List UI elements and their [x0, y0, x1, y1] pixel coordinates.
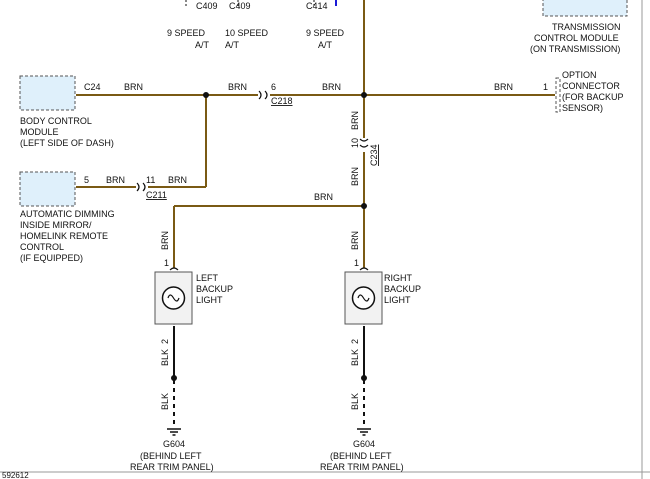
top-connector-2-label2: A/T	[225, 40, 240, 50]
top-connector-1-label2: A/T	[195, 40, 210, 50]
ground-right-label-2: REAR TRIM PANEL)	[320, 462, 404, 472]
ground-left-label-2: REAR TRIM PANEL)	[130, 462, 214, 472]
ground-connector-dots	[171, 375, 367, 381]
wire-label-brn-v2: BRN	[350, 167, 360, 186]
left-light-label-3: LIGHT	[196, 295, 223, 305]
wire-label-blk-1: BLK	[160, 349, 170, 366]
wire-label-brn-6: BRN	[168, 175, 187, 185]
right-light-pin-top: 1	[354, 258, 359, 268]
c211-pin: 11	[146, 175, 155, 185]
left-light-label-2: BACKUP	[196, 284, 233, 294]
option-label-1: OPTION	[562, 70, 597, 80]
left-light-label-1: LEFT	[196, 273, 219, 283]
top-connector-1-label1: 9 SPEED	[167, 28, 206, 38]
blk-wires	[173, 326, 365, 428]
diagram-id: 592612	[2, 471, 29, 479]
top-connector-1: C409	[196, 1, 218, 11]
bcm-label-3: (LEFT SIDE OF DASH)	[20, 138, 114, 148]
c218-pin: 6	[271, 82, 276, 92]
bcm-label-1: BODY CONTROL	[20, 116, 92, 126]
right-light-pin-bottom: 2	[350, 339, 360, 344]
wire-label-brn-7: BRN	[314, 192, 333, 202]
wire-label-brn-v1: BRN	[350, 111, 360, 130]
c234-pin: 10	[350, 138, 360, 148]
bcm-connector-label: C24	[84, 82, 101, 92]
ground-right-label-1: (BEHIND LEFT	[330, 451, 392, 461]
left-light-pin-bottom: 2	[160, 339, 170, 344]
wire-label-brn-5: BRN	[106, 175, 125, 185]
right-light-label-2: BACKUP	[384, 284, 421, 294]
option-connector-box	[555, 77, 561, 113]
top-connector-2: C409	[229, 1, 251, 11]
top-connector-3: C414	[306, 1, 328, 11]
ground-right-name: G604	[353, 439, 375, 449]
right-light-label-1: RIGHT	[384, 273, 413, 283]
wire-label-brn-4: BRN	[494, 82, 513, 92]
tcm-label-2: CONTROL MODULE	[534, 33, 619, 43]
mirror-module-box	[19, 171, 76, 207]
right-backup-light	[344, 271, 383, 325]
tcm-module-box	[542, 0, 628, 17]
top-connector-3-label1: 9 SPEED	[306, 28, 345, 38]
bcm-module-box	[19, 75, 76, 111]
option-label-2: CONNECTOR	[562, 81, 620, 91]
right-light-label-3: LIGHT	[384, 295, 411, 305]
top-connector-2-label1: 10 SPEED	[225, 28, 269, 38]
wire-label-blk-4: BLK	[350, 393, 360, 410]
c234-label: C234	[369, 144, 379, 166]
left-light-pin-top: 1	[164, 258, 169, 268]
mirror-label-1: AUTOMATIC DIMMING	[20, 209, 115, 219]
wire-label-blk-3: BLK	[160, 393, 170, 410]
wire-label-brn-v4: BRN	[350, 231, 360, 250]
mirror-label-2: INSIDE MIRROR/	[20, 220, 92, 230]
wire-label-brn-2: BRN	[228, 82, 247, 92]
c218-label: C218	[271, 96, 293, 106]
left-backup-light	[154, 271, 193, 325]
top-connector-3-label2: A/T	[318, 40, 333, 50]
ground-left-label-1: (BEHIND LEFT	[140, 451, 202, 461]
brn-wires	[76, 0, 555, 268]
ground-icon-right	[357, 428, 371, 436]
mirror-label-3: HOMELINK REMOTE	[20, 231, 108, 241]
bcm-label-2: MODULE	[20, 127, 59, 137]
top-connector-stubs: C409 C409 C414 9 SPEED A/T 10 SPEED A/T …	[167, 0, 345, 50]
tcm-label-1: TRANSMISSION	[552, 22, 621, 32]
tcm-label-3: (ON TRANSMISSION)	[530, 44, 620, 54]
wire-label-brn-1: BRN	[124, 82, 143, 92]
ground-left-name: G604	[163, 439, 185, 449]
option-label-3: (FOR BACKUP	[562, 92, 624, 102]
mirror-label-4: CONTROL	[20, 242, 64, 252]
wire-label-brn-3: BRN	[322, 82, 341, 92]
c211-label: C211	[146, 190, 167, 200]
mirror-pin: 5	[84, 175, 89, 185]
splice-dots	[203, 92, 367, 209]
option-pin: 1	[543, 82, 548, 92]
wire-label-brn-v3: BRN	[160, 231, 170, 250]
option-label-4: SENSOR)	[562, 103, 603, 113]
wire-label-blk-2: BLK	[350, 349, 360, 366]
mirror-label-5: (IF EQUIPPED)	[20, 253, 83, 263]
ground-icon-left	[167, 428, 181, 436]
